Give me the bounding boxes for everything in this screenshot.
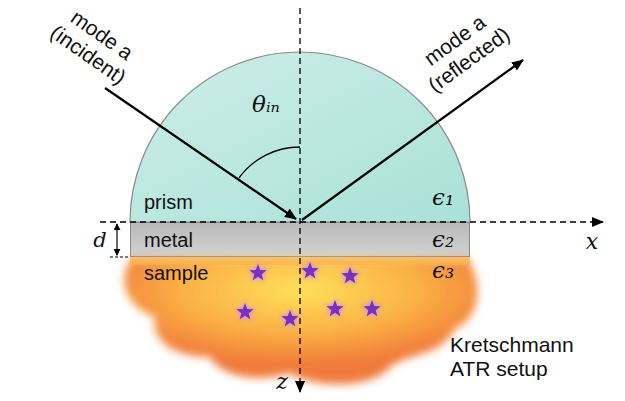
thickness-arrow xyxy=(116,224,117,255)
x-axis xyxy=(100,221,603,222)
star-glow xyxy=(235,301,256,321)
star-glow xyxy=(362,298,383,318)
sample-region xyxy=(124,259,477,384)
angle-symbol: θᵢₙ xyxy=(236,91,296,117)
ray-label: mode a (reflected) xyxy=(399,0,524,105)
molecule-star xyxy=(236,303,253,319)
star-glow xyxy=(280,308,301,328)
molecule-star xyxy=(326,300,343,316)
thickness-tick xyxy=(110,257,130,258)
prism-body xyxy=(130,52,470,222)
thickness-symbol: d xyxy=(88,228,112,252)
star-glow xyxy=(300,260,321,280)
molecule-star xyxy=(281,310,298,326)
molecule-star xyxy=(363,300,380,316)
sample-blob: sample ϵ₃ xyxy=(110,257,490,392)
metal-layer xyxy=(131,223,470,257)
permittivity-symbol: ϵ₃ xyxy=(432,257,454,285)
star-glow xyxy=(248,262,269,282)
molecule-star xyxy=(249,264,266,280)
ray-label: mode a (incident) xyxy=(36,0,154,96)
metal-film: metal ϵ₂ xyxy=(130,222,470,257)
molecule-star xyxy=(301,262,318,278)
permittivity-symbol: ϵ₂ xyxy=(432,226,454,254)
layer-name: sample xyxy=(144,261,208,285)
molecule-star xyxy=(341,267,358,283)
axis-name: z xyxy=(270,369,294,394)
molecule-stars xyxy=(235,260,383,328)
layer-name: prism xyxy=(144,190,193,214)
setup-caption: Kretschmann ATR setup xyxy=(450,333,574,381)
star-glow xyxy=(325,298,346,318)
star-glow xyxy=(340,265,361,285)
permittivity-symbol: ϵ₁ xyxy=(432,184,454,212)
layer-name: metal xyxy=(144,228,193,252)
prism-half-disc: prism ϵ₁ xyxy=(130,52,470,222)
axis-name: x xyxy=(580,229,604,254)
